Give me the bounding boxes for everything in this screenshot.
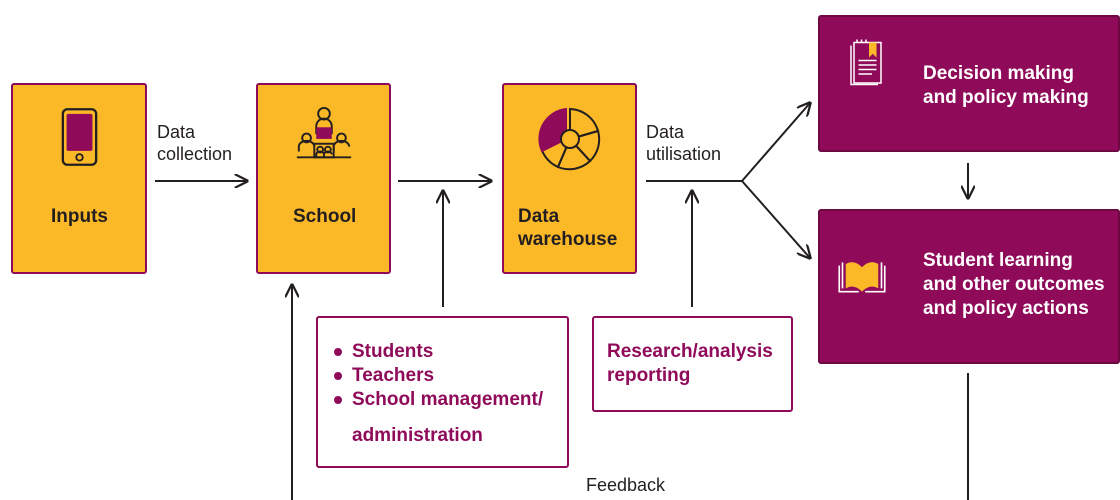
arrow-fork-to-decision [741, 103, 810, 182]
arrow-fork-to-learning [741, 180, 810, 258]
inputs-box: Inputs [11, 83, 147, 274]
decision-label-line2: and policy making [923, 87, 1089, 108]
document-icon [850, 39, 882, 86]
warehouse-label-line2: warehouse [518, 229, 618, 250]
open-book-icon [838, 262, 886, 293]
stakeholder-item: Teachers [332, 364, 543, 388]
school-label: School [293, 206, 357, 227]
research-label: Research/analysis reporting [607, 340, 773, 388]
school-box: School [256, 83, 391, 274]
smartphone-icon [61, 108, 98, 166]
warehouse-label: Data warehouse [518, 205, 617, 251]
warehouse-box: Data warehouse [502, 83, 637, 274]
stakeholder-item: Students [332, 340, 543, 364]
learning-box: Student learning and other outcomes and … [818, 209, 1120, 364]
learning-label-line2: and other outcomes [923, 274, 1105, 295]
learning-label-line1: Student learning [923, 250, 1073, 271]
data-collection-line1: Data [157, 122, 196, 142]
research-box: Research/analysis reporting [592, 316, 793, 412]
learning-label: Student learning and other outcomes and … [923, 249, 1105, 321]
decision-label-line1: Decision making [923, 63, 1074, 84]
pie-chart-icon [538, 107, 601, 171]
data-utilisation-line2: utilisation [646, 144, 722, 164]
decision-label: Decision making and policy making [923, 62, 1089, 110]
data-collection-label: Data collection [157, 121, 232, 165]
research-label-line2: reporting [607, 365, 691, 386]
stakeholders-box: Students Teachers School management/ adm… [316, 316, 569, 468]
stakeholder-item-continuation: administration [352, 425, 483, 446]
inputs-label: Inputs [51, 206, 108, 227]
data-utilisation-label: Data utilisation [646, 121, 721, 165]
research-label-line1: Research/analysis [607, 341, 773, 362]
warehouse-label-line1: Data [518, 206, 560, 227]
learning-label-line3: and policy actions [923, 298, 1089, 319]
teacher-students-icon [296, 106, 352, 159]
decision-box: Decision making and policy making [818, 15, 1120, 152]
stakeholder-item: School management/ [332, 388, 543, 412]
stakeholders-list: Students Teachers School management/ [332, 340, 543, 412]
feedback-label: Feedback [586, 475, 666, 495]
data-collection-line2: collection [157, 144, 233, 164]
data-utilisation-line1: Data [646, 122, 685, 142]
